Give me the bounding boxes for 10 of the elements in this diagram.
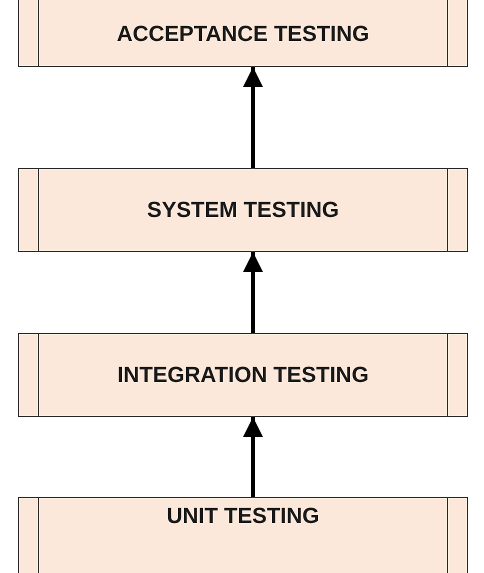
arrow <box>243 252 263 333</box>
arrow <box>243 417 263 497</box>
arrow <box>243 67 263 168</box>
box-label: ACCEPTANCE TESTING <box>116 20 370 46</box>
process-box <box>18 333 468 417</box>
box-label: INTEGRATION TESTING <box>117 362 369 388</box>
box-label: UNIT TESTING <box>166 503 320 529</box>
process-box <box>18 168 468 252</box>
box-label: SYSTEM TESTING <box>147 197 339 223</box>
process-box <box>18 0 468 67</box>
